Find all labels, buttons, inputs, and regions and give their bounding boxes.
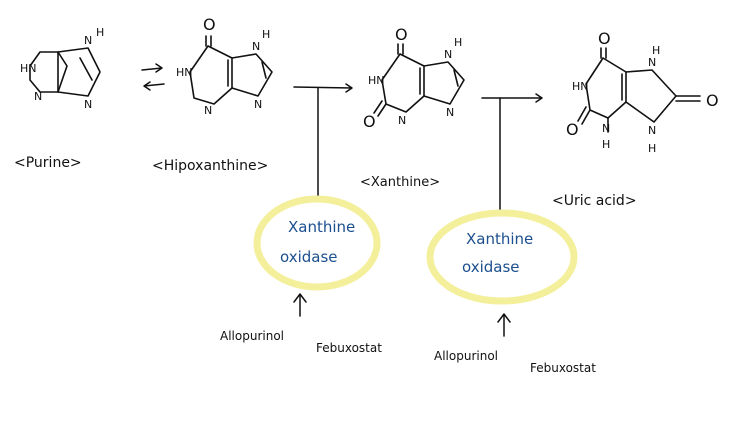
enzyme-2-label-line1: Xanthine <box>466 230 533 248</box>
uric-acid-atom-h3: H <box>602 138 610 151</box>
uric-acid-atom-h7: H <box>648 142 656 155</box>
purine-label: <Purine> <box>14 155 82 171</box>
xanthine-atom-o6: O <box>395 25 408 44</box>
xanthine-atom-n9: N <box>444 48 452 61</box>
uric-acid-structure: O O O HN N H N H N H <box>566 29 719 155</box>
hypoxanthine-label: <Hipoxanthine> <box>152 158 268 174</box>
uric-acid-atom-n7: N <box>648 124 656 137</box>
inhibitor-2-drug1: Allopurinol <box>434 349 498 363</box>
uric-acid-atom-n9: N <box>648 56 656 69</box>
xanthine-atom-o2: O <box>363 112 376 131</box>
uric-acid-atom-h9: H <box>652 44 660 57</box>
hypoxanthine-structure: O HN N N H N <box>176 15 273 117</box>
inhibitor-1-drug2: Febuxostat <box>316 341 382 355</box>
reaction-arrow-1 <box>293 83 353 199</box>
inhibitor-arrow-2 <box>497 313 511 337</box>
purine-atom-h9: H <box>96 26 104 39</box>
reaction-arrow-2 <box>481 93 543 213</box>
xanthine-structure: O O HN N N H N <box>363 25 465 131</box>
enzyme-2-label-line2: oxidase <box>462 258 520 276</box>
xanthine-atom-n3: N <box>398 114 406 127</box>
hypoxanthine-atom-o6: O <box>203 15 216 34</box>
hypoxanthine-atom-n7: N <box>254 98 262 111</box>
hypoxanthine-atom-n3: N <box>204 104 212 117</box>
enzyme-2-highlight <box>426 209 578 305</box>
uric-acid-atom-o2: O <box>566 120 579 139</box>
hypoxanthine-atom-n1: HN <box>176 66 193 79</box>
purine-structure: HN N N H N <box>20 26 104 111</box>
uric-acid-atom-n1: HN <box>572 80 589 93</box>
purine-atom-n9: N <box>84 34 92 47</box>
xanthine-atom-n1: HN <box>368 74 385 87</box>
xanthine-atom-n7: N <box>446 106 454 119</box>
uric-acid-atom-o8: O <box>706 91 719 110</box>
uric-acid-atom-o6: O <box>598 29 611 48</box>
inhibitor-1-drug1: Allopurinol <box>220 329 284 343</box>
xanthine-atom-h9: H <box>454 36 462 49</box>
hypoxanthine-atom-h9: H <box>262 28 270 41</box>
purine-atom-n3: N <box>34 90 42 103</box>
enzyme-2: Xanthine oxidase <box>426 209 578 305</box>
enzyme-1-highlight <box>253 195 381 291</box>
inhibitor-arrow-1 <box>293 293 307 317</box>
purine-atom-n7: N <box>84 98 92 111</box>
xanthine-label: <Xanthine> <box>360 175 440 190</box>
inhibitor-2-drug2: Febuxostat <box>530 361 596 375</box>
hypoxanthine-atom-n9: N <box>252 40 260 53</box>
uric-acid-atom-n3: N <box>602 122 610 135</box>
enzyme-1-label-line1: Xanthine <box>288 218 355 236</box>
enzyme-1-label-line2: oxidase <box>280 248 338 266</box>
enzyme-1: Xanthine oxidase <box>253 195 381 291</box>
uric-acid-label: <Uric acid> <box>552 193 637 209</box>
purine-atom-n1: HN <box>20 62 37 75</box>
equilibrium-arrows <box>141 63 165 91</box>
